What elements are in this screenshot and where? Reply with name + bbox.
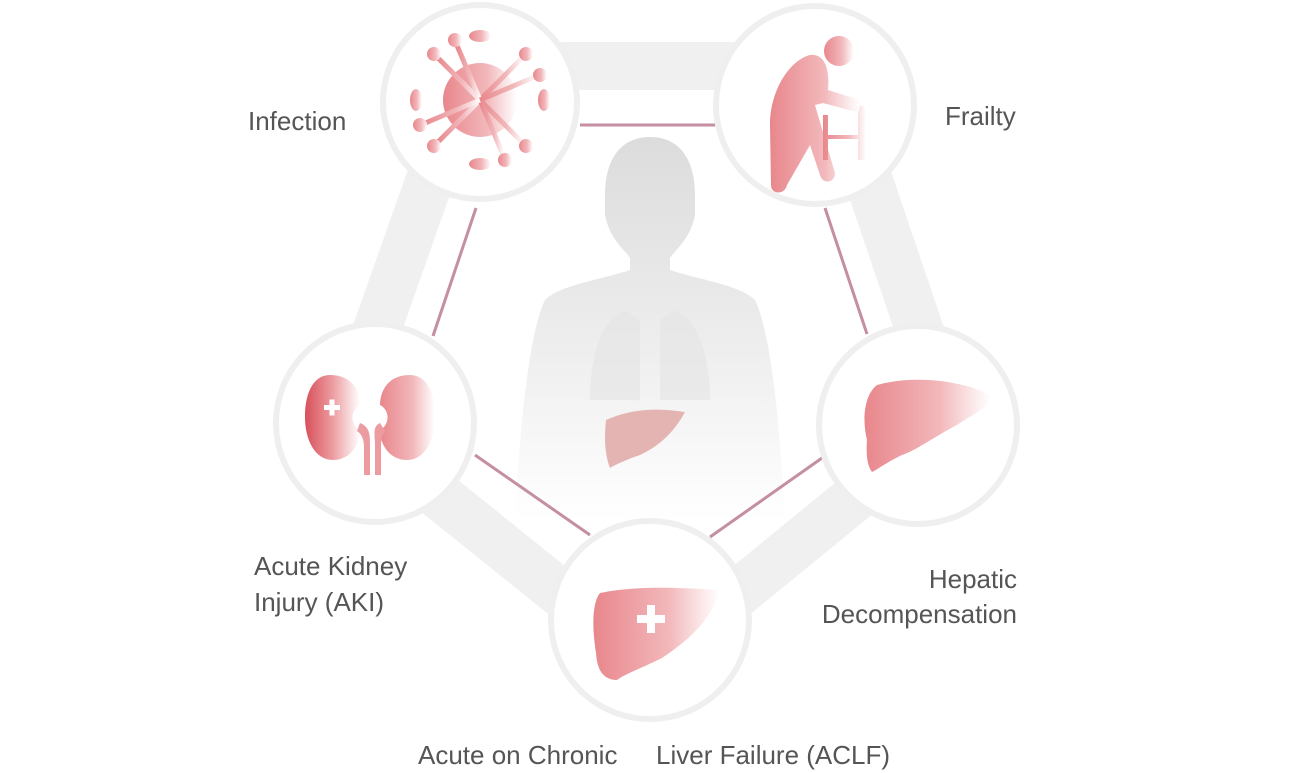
virus-icon [410,30,550,170]
aclf-label-part1: Acute on Chronic [418,740,618,770]
human-body-silhouette [515,137,785,520]
elderly-walker-icon [770,36,867,193]
aki-circle[interactable] [273,321,477,525]
aki-label-line1: Acute Kidney [254,551,408,581]
frailty-label: Frailty [945,101,1016,131]
aclf-label-part2: Liver Failure (ACLF) [656,740,891,770]
kidneys-icon [305,375,435,475]
hepatic-label-line2: Decompensation [821,599,1017,629]
liver-plus-icon [593,587,720,680]
liver-icon [864,379,991,472]
hepatic-label-line1: Hepatic [928,564,1017,594]
connector-lines [431,123,869,539]
infection-label: Infection [248,106,347,136]
aki-label-line2: Injury (AKI) [254,587,385,617]
